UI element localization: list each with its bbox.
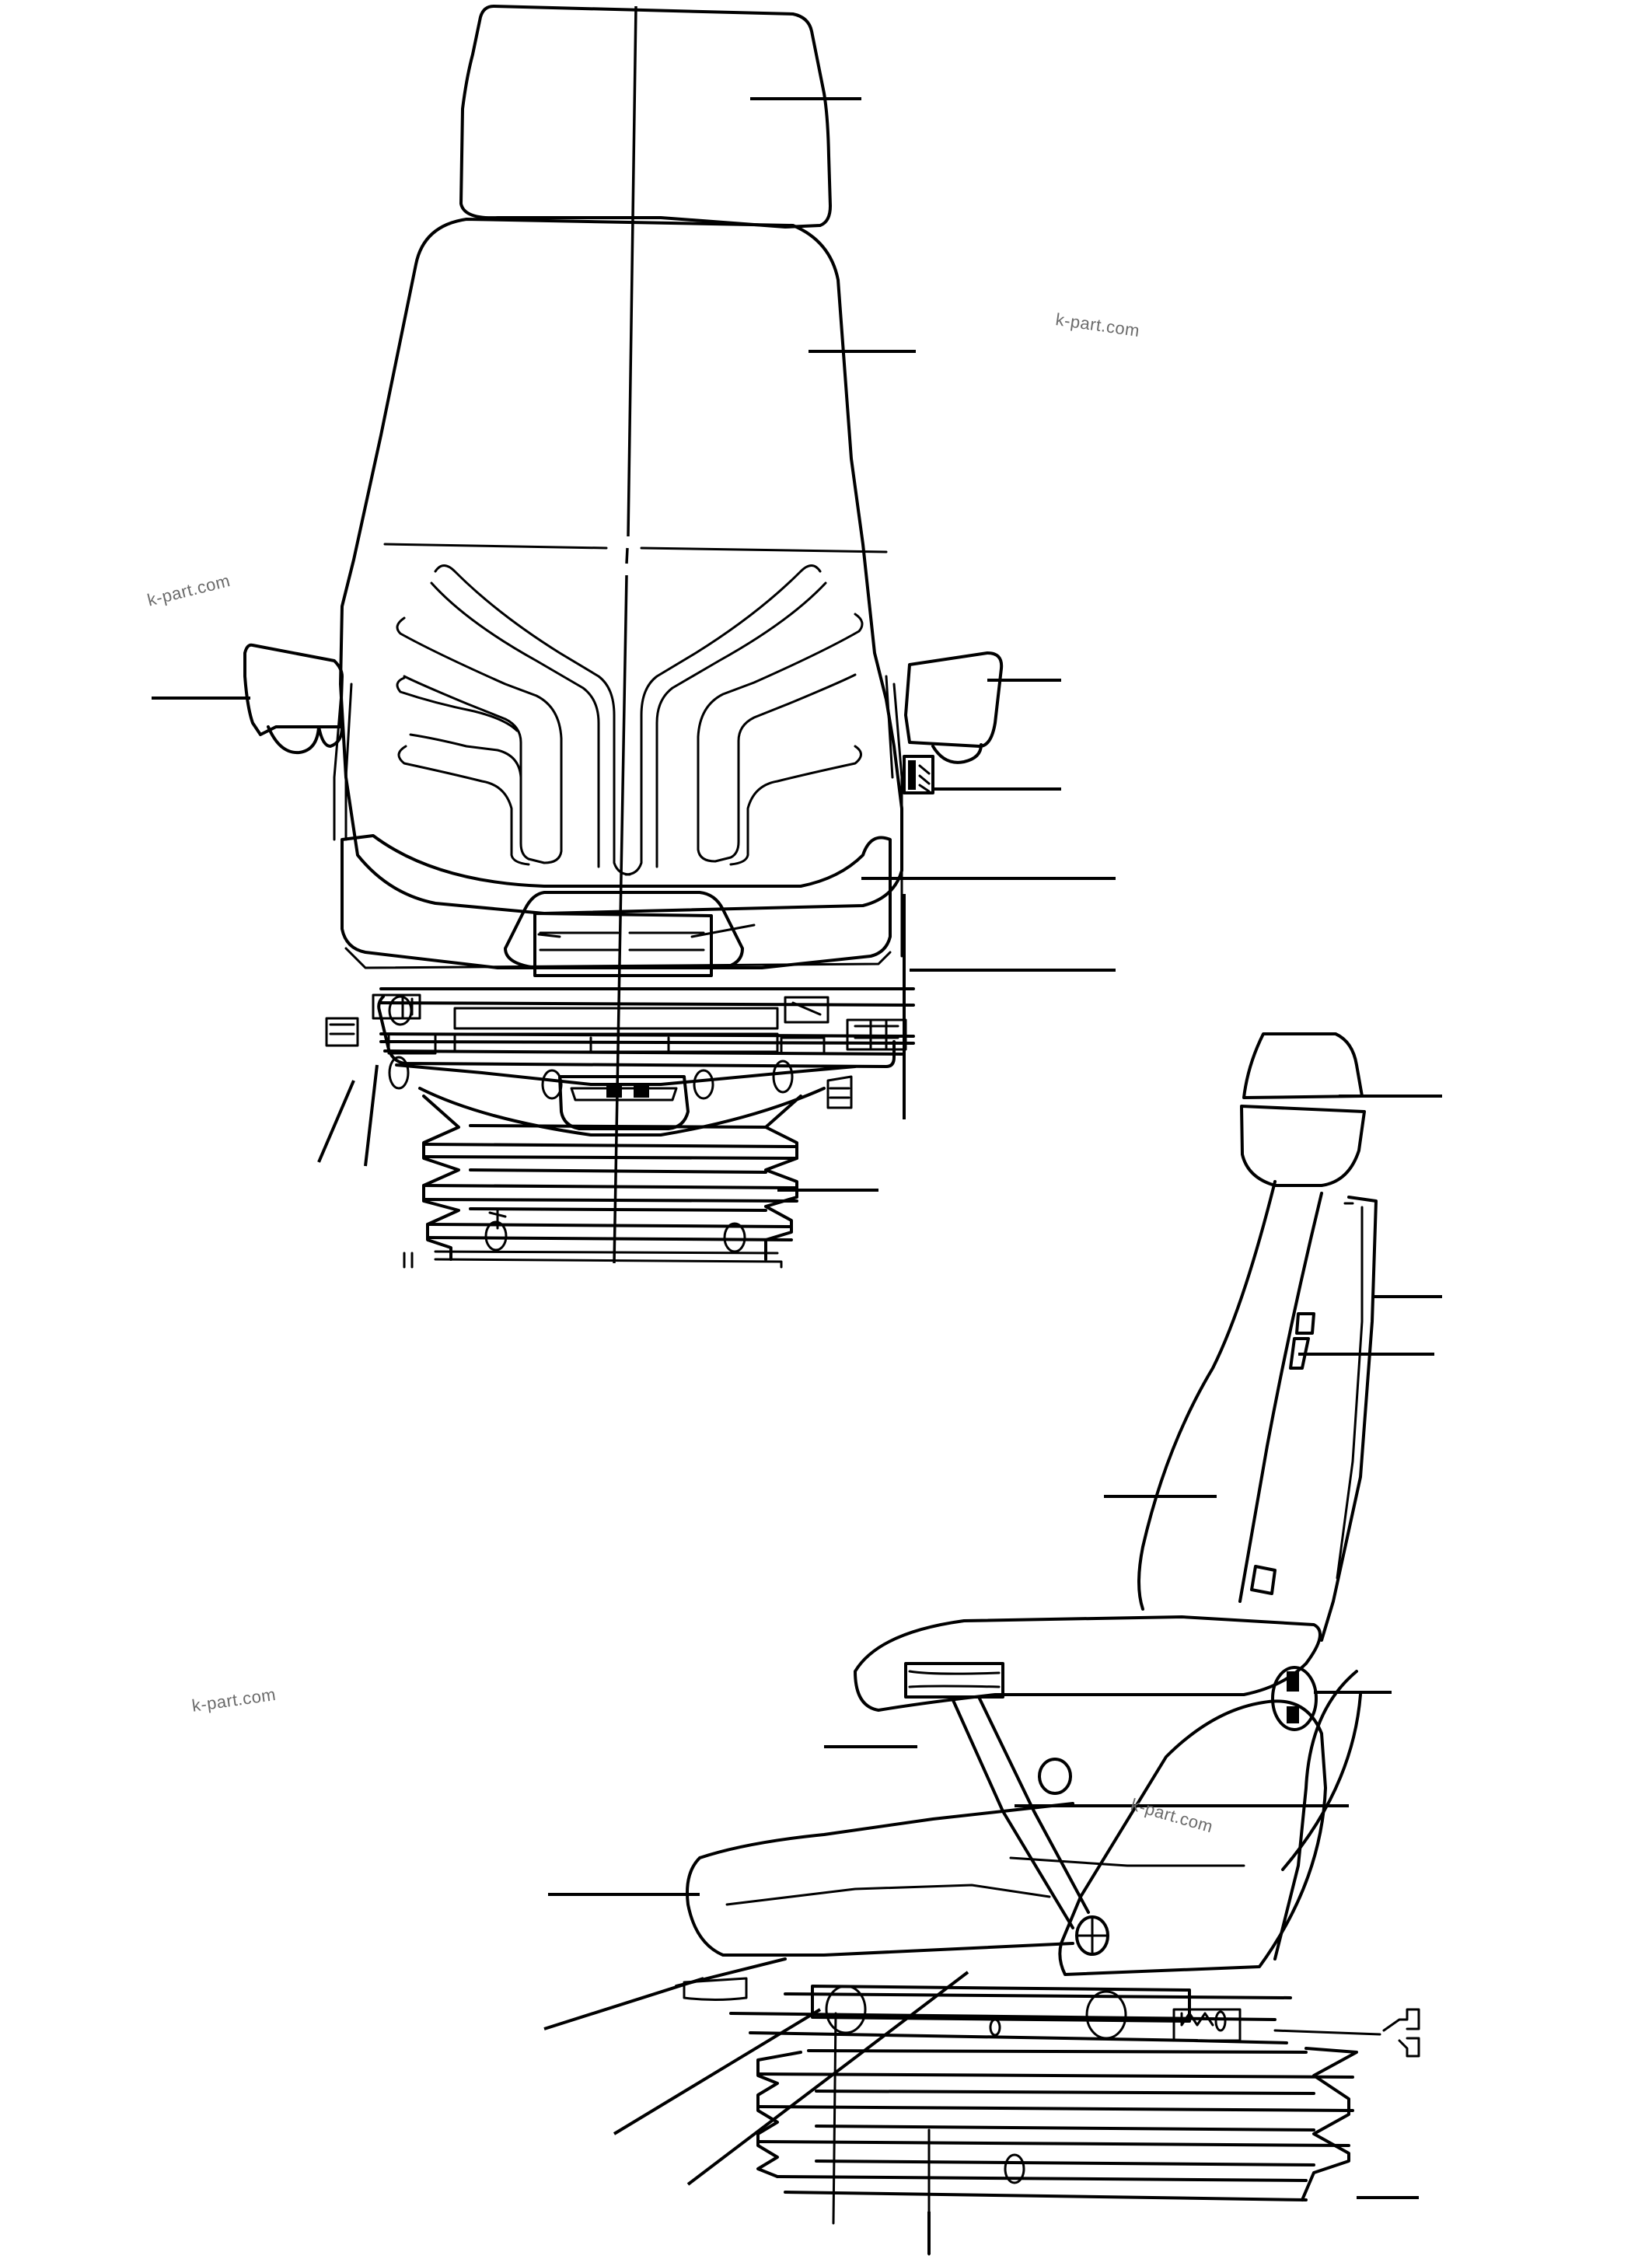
center-axis-line — [613, 5, 637, 1264]
backrest — [339, 218, 903, 915]
suspension-bellows-front — [403, 1095, 802, 1269]
side-seat-pan — [686, 1802, 1074, 1957]
side-headrest — [1242, 1032, 1364, 1099]
callout-side-slide-lever — [543, 1977, 704, 2030]
left-armrest-knob — [267, 725, 344, 755]
right-armrest — [904, 651, 1004, 748]
front-view — [152, 5, 1116, 1269]
backrest-channels-right — [624, 564, 864, 876]
side-armrest-handle — [904, 1662, 1004, 1699]
lumbar-adjuster — [504, 891, 744, 969]
right-control-box — [903, 755, 934, 794]
callout-side-rail — [686, 1971, 969, 2186]
backrest-side-rails — [333, 675, 903, 958]
callout-side-rail-bolt — [613, 2008, 822, 2135]
suspension-top — [388, 1056, 857, 1136]
side-seat-cushion — [854, 1615, 1322, 1712]
side-armrest-bracket — [1058, 1699, 1327, 1976]
lumbar-window — [533, 912, 713, 977]
side-logo-plate — [1250, 1565, 1277, 1595]
callout-lever-left-1 — [317, 1080, 355, 1163]
seat-cushion-bottom-edge — [344, 947, 892, 969]
left-armrest — [243, 643, 344, 736]
backrest-channels-left — [396, 564, 631, 876]
callout-lever-left-2 — [364, 1064, 379, 1167]
front-callouts — [152, 97, 1116, 1192]
backrest-seam — [383, 543, 888, 553]
side-recline-knob — [1271, 1666, 1318, 1731]
headrest — [459, 5, 832, 229]
seat-cushion-front — [341, 834, 892, 969]
side-view — [543, 1032, 1442, 2256]
side-pivot — [1038, 1758, 1072, 1795]
lumbar-leaders — [537, 924, 756, 938]
side-backrest — [1137, 1180, 1378, 1642]
side-control-panel — [1289, 1312, 1315, 1370]
suspension-bellows-side — [756, 2012, 1358, 2256]
side-slide-rails — [675, 1957, 1420, 2058]
right-armrest-knob — [931, 743, 983, 764]
side-callouts — [543, 1095, 1442, 2254]
side-headrest-lower — [1240, 1105, 1366, 1187]
